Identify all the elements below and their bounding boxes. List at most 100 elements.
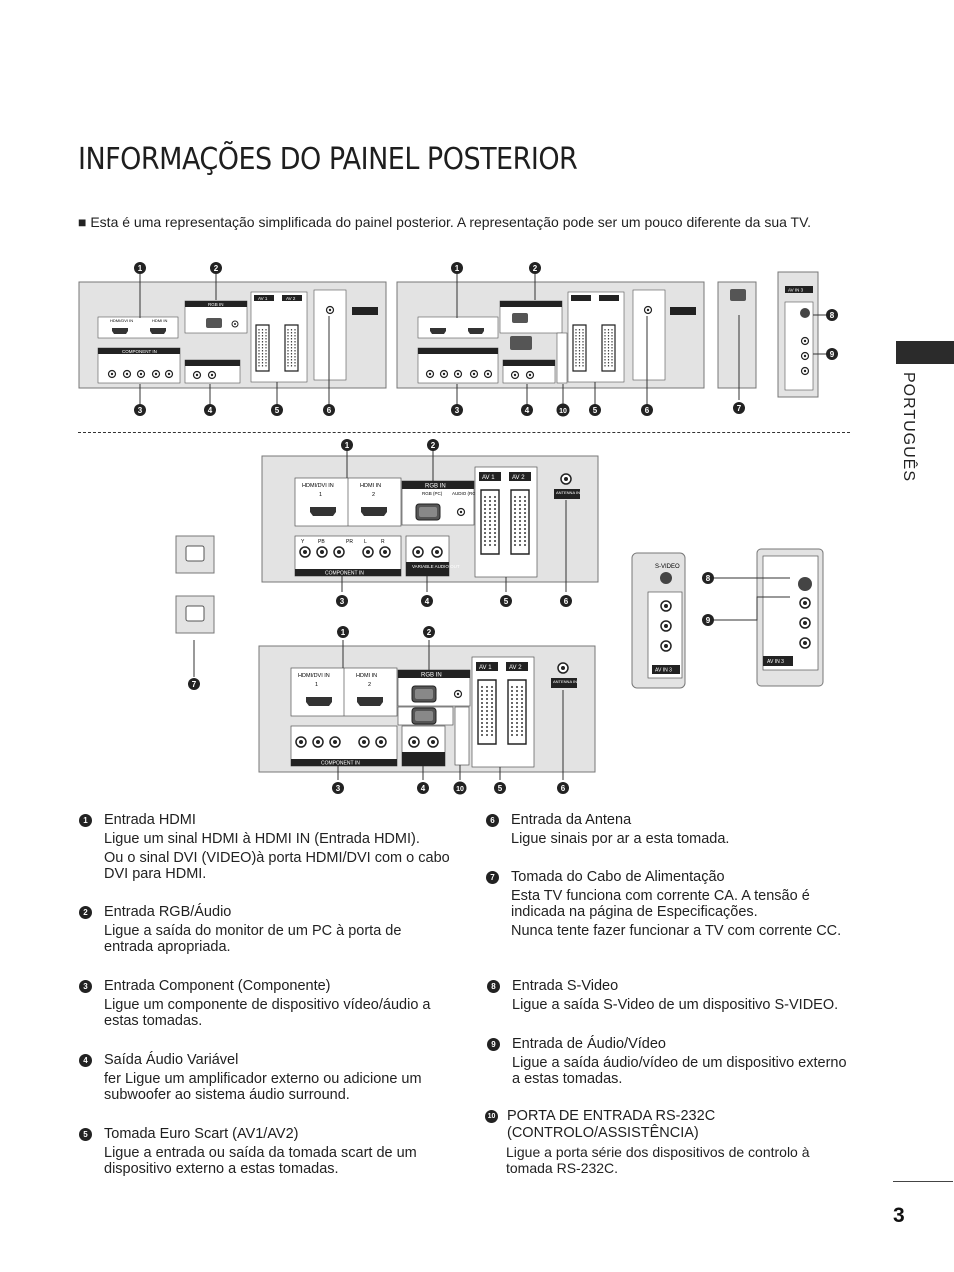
- label-variable-audio-out-mid: VARIABLE AUDIO OUT: [412, 564, 460, 569]
- label-av1-mid: AV 1: [482, 475, 495, 481]
- label-component-in-a: COMPONENT IN: [122, 349, 157, 354]
- svg-text:5: 5: [498, 784, 503, 793]
- item-heading: Tomada do Cabo de Alimentação: [511, 869, 725, 885]
- label-hdmi-dvi-in-mid: HDMI/DVI IN: [302, 483, 334, 489]
- label-antenna-in-mid: ANTENNA IN: [556, 490, 580, 495]
- svg-text:6: 6: [564, 597, 569, 606]
- scart-av2-mid: [510, 489, 530, 555]
- rgb-port-mid: [415, 503, 441, 521]
- antenna-port-mid: [560, 473, 572, 485]
- svg-text:2: 2: [214, 264, 219, 273]
- hdmi-port-1: [112, 328, 128, 334]
- bottom-panel: HDMI/DVI IN HDMI IN 1 2 RGB IN COMPONENT…: [258, 645, 596, 773]
- item-heading: Entrada RGB/Áudio: [104, 904, 232, 920]
- svg-text:4: 4: [425, 597, 430, 606]
- intro-note: ■ Esta é uma representação simplificada …: [78, 214, 812, 230]
- item-heading: Entrada S-Video: [512, 978, 619, 994]
- svg-text:RGB (PC): RGB (PC): [422, 491, 443, 496]
- page-rule: [893, 1181, 953, 1182]
- av-in-3-right: AV IN 3: [756, 548, 824, 687]
- antenna-port-a: [325, 305, 335, 315]
- middle-panel: HDMI/DVI IN HDMI IN 1 2 RGB IN RGB (PC) …: [261, 455, 599, 583]
- svg-text:3: 3: [340, 597, 345, 606]
- scart-av2-a: [284, 324, 299, 372]
- item-heading: Saída Áudio Variável: [104, 1052, 239, 1068]
- callouts: 1 2 3 4 5 6 1 2 3 4 10 5 6 7 8 9 1 2 3 4…: [134, 262, 838, 795]
- svg-text:3: 3: [138, 406, 143, 415]
- svg-text:6: 6: [645, 406, 650, 415]
- rgb-port: [206, 318, 222, 328]
- svg-text:1: 1: [319, 492, 322, 498]
- svg-text:1: 1: [345, 441, 350, 450]
- item-heading: Entrada HDMI: [104, 812, 196, 828]
- svg-text:8: 8: [706, 574, 711, 583]
- svg-text:3: 3: [336, 784, 341, 793]
- scart-av1-mid: [480, 489, 500, 555]
- svg-text:7: 7: [192, 680, 197, 689]
- item-heading: PORTA DE ENTRADA RS-232C (CONTROLO/ASSIS…: [507, 1108, 716, 1141]
- svg-text:1: 1: [315, 682, 318, 688]
- svg-text:2: 2: [533, 264, 538, 273]
- scart-av1-a: [255, 324, 270, 372]
- svg-text:AUDIO (RGB/DVI): AUDIO (RGB/DVI): [452, 491, 490, 496]
- label-hdmi-dvi-in: HDMI/DVI IN: [110, 318, 133, 323]
- svg-text:COMPONENT IN: COMPONENT IN: [321, 761, 360, 767]
- svg-text:10: 10: [559, 408, 567, 415]
- label-rgb-in: RGB IN: [208, 302, 224, 307]
- item-heading: Entrada de Áudio/Vídeo: [512, 1036, 666, 1052]
- svg-text:L: L: [364, 539, 367, 545]
- svg-text:3: 3: [455, 406, 460, 415]
- top-panel-a: HDMI/DVI IN HDMI IN RGB IN COMPONENT IN …: [78, 281, 387, 389]
- svg-text:9: 9: [706, 616, 711, 625]
- hdmi-port-2-mid: [361, 507, 387, 516]
- svg-text:5: 5: [275, 406, 280, 415]
- svg-text:ANTENNA IN: ANTENNA IN: [553, 679, 577, 684]
- label-av-in-3-a: AV IN 3: [788, 288, 804, 293]
- label-hdmi-in: HDMI IN: [152, 318, 167, 323]
- svg-text:4: 4: [208, 406, 213, 415]
- svg-text:AV IN 3: AV IN 3: [767, 659, 784, 665]
- top-panel-b: [396, 281, 705, 389]
- hdmi-port-1-mid: [310, 507, 336, 516]
- page-number: 3: [893, 1204, 905, 1227]
- svg-text:8: 8: [830, 311, 835, 320]
- label-s-video-b: S-VIDEO: [655, 564, 680, 570]
- svg-text:1: 1: [455, 264, 460, 273]
- label-av1-a: AV 1: [258, 296, 268, 301]
- svg-text:4: 4: [421, 784, 426, 793]
- svg-text:9: 9: [830, 350, 835, 359]
- label-av2-mid: AV 2: [512, 475, 525, 481]
- svg-text:PR: PR: [346, 539, 353, 545]
- label-component-in-mid: COMPONENT IN: [325, 571, 364, 577]
- svg-text:2: 2: [431, 441, 436, 450]
- svg-text:1: 1: [341, 628, 346, 637]
- svg-text:Y: Y: [301, 539, 305, 545]
- svg-text:7: 7: [737, 404, 742, 413]
- svg-text:AV 1: AV 1: [479, 665, 492, 671]
- page-title: INFORMAÇÕES DO PAINEL POSTERIOR: [78, 142, 578, 177]
- power-socket-top: [717, 281, 757, 389]
- item-heading: Tomada Euro Scart (AV1/AV2): [104, 1126, 299, 1142]
- language-tab: [896, 341, 954, 364]
- label-av2-a: AV 2: [286, 296, 296, 301]
- svg-text:1: 1: [138, 264, 143, 273]
- svg-text:2: 2: [368, 682, 371, 688]
- dashed-divider: [78, 432, 850, 433]
- svg-text:AV 2: AV 2: [509, 665, 522, 671]
- svg-text:6: 6: [561, 784, 566, 793]
- av-in-3-left: S-VIDEO AV IN 3: [631, 552, 686, 689]
- svg-text:6: 6: [327, 406, 332, 415]
- item-heading: Entrada Component (Componente): [104, 978, 331, 994]
- svg-text:5: 5: [504, 597, 509, 606]
- label-rgb-in-mid: RGB IN: [425, 484, 446, 490]
- svg-text:AV IN 3: AV IN 3: [655, 668, 672, 674]
